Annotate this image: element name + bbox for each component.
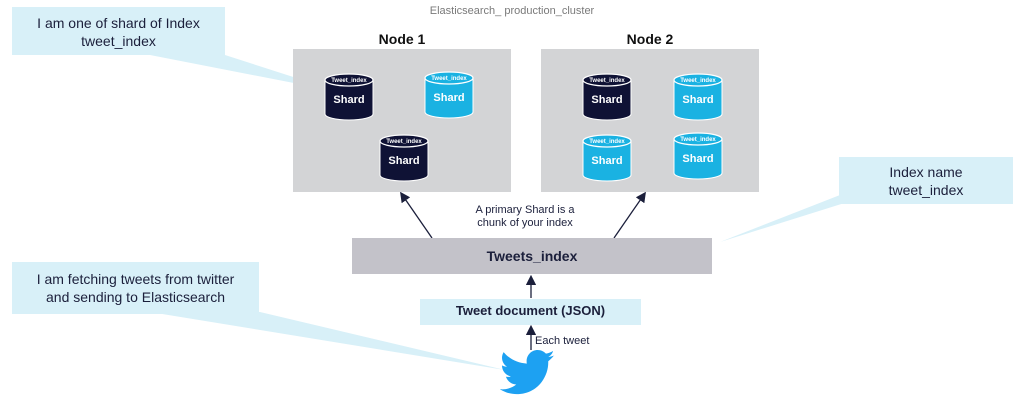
shard-top-label: Tweet_index [589, 139, 625, 145]
fetcher-callout: I am fetching tweets from twitter and se… [12, 262, 259, 314]
tweets-index-bar: Tweets_index [352, 238, 712, 274]
primary-shard-note-line2: chunk of your index [477, 217, 573, 229]
shard-top-label: Tweet_index [331, 78, 367, 84]
fetcher-callout-pointer [150, 312, 505, 370]
shard-callout: I am one of shard of Index tweet_index [12, 7, 225, 55]
shard-callout-line1: I am one of shard of Index [37, 15, 200, 31]
node1-title: Node 1 [378, 31, 426, 47]
index-callout-pointer [720, 195, 870, 242]
fetcher-line2: and sending to Elasticsearch [46, 289, 225, 305]
shard-label: Shard [591, 155, 622, 167]
twitter-bird-icon [500, 350, 555, 395]
shard-label: Shard [682, 153, 713, 165]
tweets-index-label: Tweets_index [486, 248, 578, 264]
arrow-to-node2 [613, 191, 646, 239]
shard-label: Shard [333, 94, 364, 106]
shard-callout-line2: tweet_index [81, 33, 156, 49]
tweet-document-label: Tweet document (JSON) [455, 303, 606, 318]
shard-label: Shard [682, 94, 713, 106]
each-tweet-label: Each tweet [535, 335, 590, 347]
primary-shard-note: A primary Shard is a chunk of your index [445, 204, 605, 230]
shard-top-label: Tweet_index [680, 78, 716, 84]
node2-box [541, 49, 759, 192]
fetcher-line1: I am fetching tweets from twitter [36, 271, 235, 287]
shard-label: Shard [433, 92, 464, 104]
shard-top-label: Tweet_index [431, 76, 467, 82]
primary-shard-note-line1: A primary Shard is a [475, 204, 575, 216]
arrow-to-node1 [400, 191, 433, 239]
index-name-line2: tweet_index [888, 182, 964, 198]
shard-label: Shard [388, 155, 419, 167]
index-name-callout: Index name tweet_index [839, 157, 1013, 204]
shard-callout-pointer [150, 55, 340, 92]
node2-title: Node 2 [626, 31, 674, 47]
index-name-line1: Index name [889, 164, 963, 180]
shard-top-label: Tweet_index [680, 137, 716, 143]
shard-label: Shard [591, 94, 622, 106]
cluster-title: Elasticsearch_ production_cluster [429, 5, 595, 17]
shard-top-label: Tweet_index [386, 139, 422, 145]
shard-top-label: Tweet_index [589, 78, 625, 84]
tweet-document-box: Tweet document (JSON) [420, 299, 641, 325]
